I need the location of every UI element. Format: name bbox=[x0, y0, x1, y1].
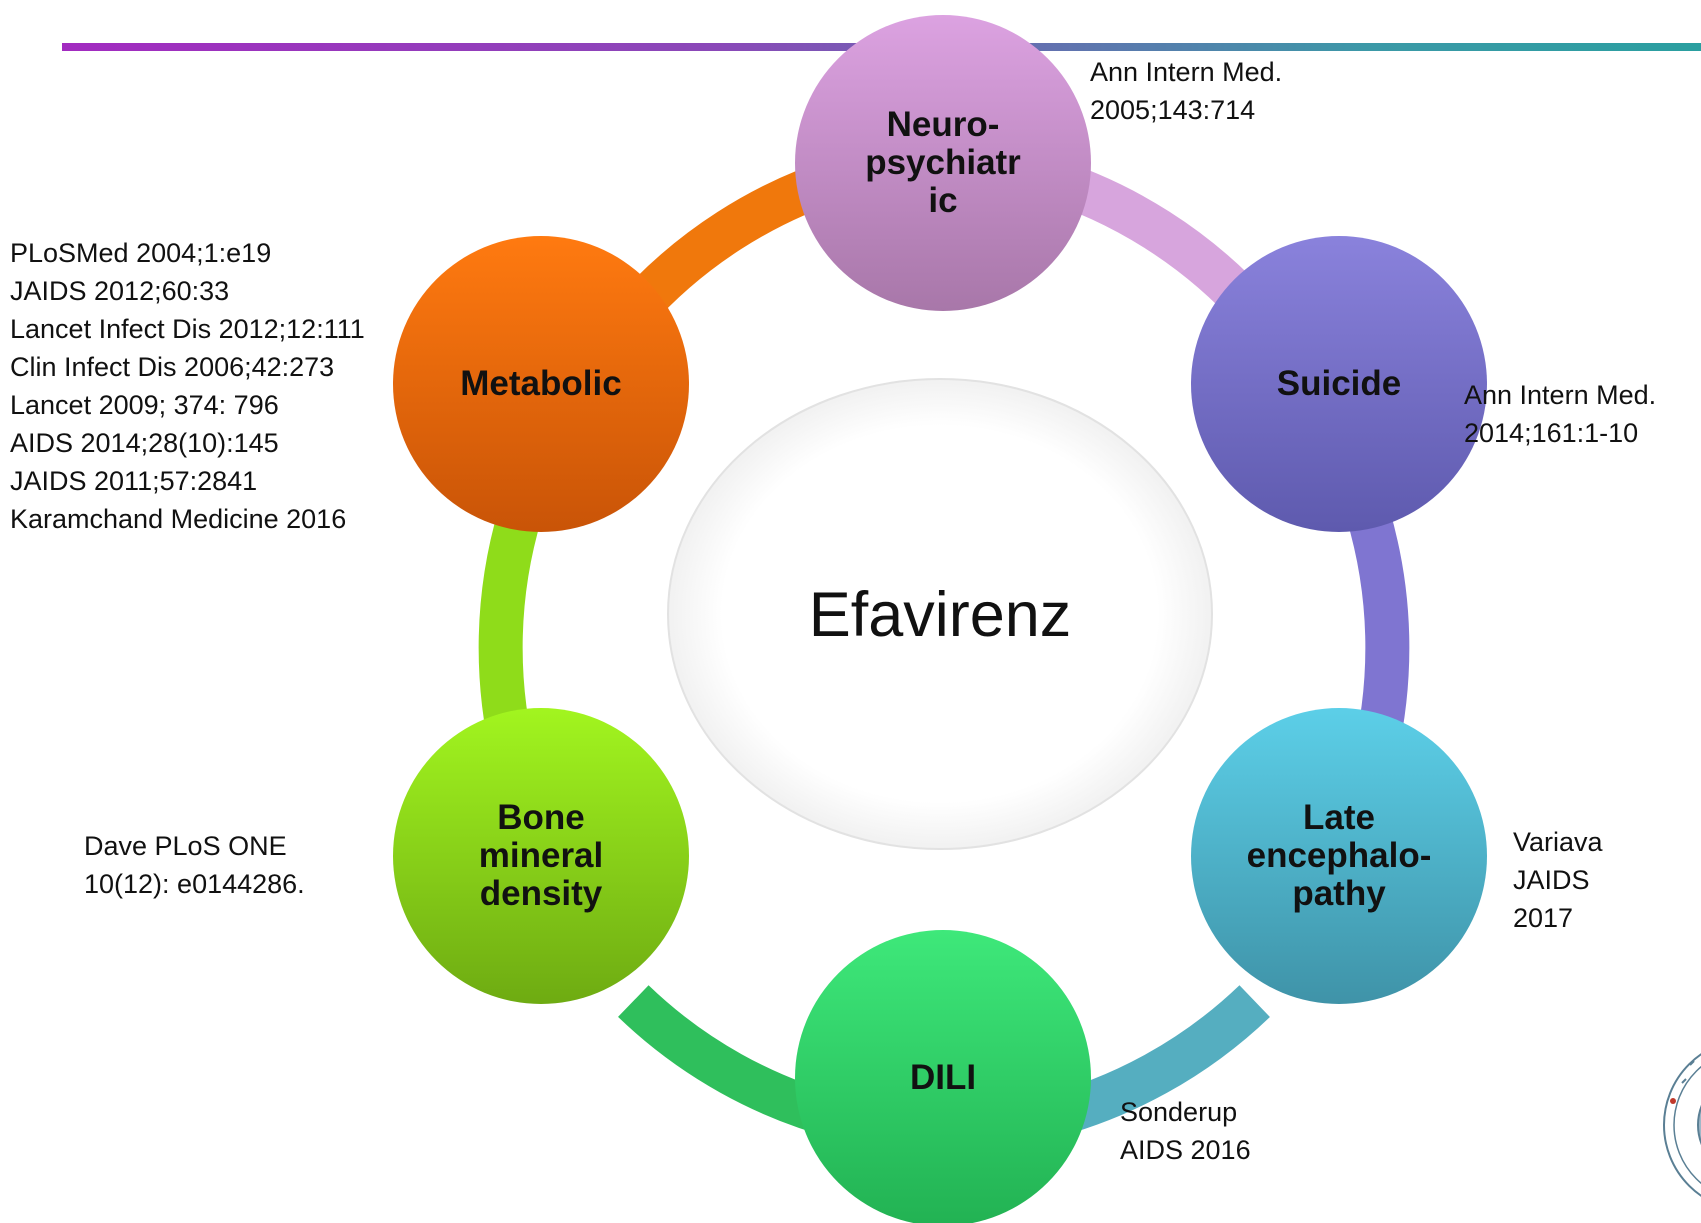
node-label-late-encephalopathy: Late encephalo- pathy bbox=[1246, 798, 1432, 913]
node-circle-metabolic bbox=[393, 236, 689, 532]
society-logo bbox=[1650, 1025, 1701, 1223]
node-circle-suicide bbox=[1191, 236, 1487, 532]
node-label-bone: Bone mineral density bbox=[478, 798, 604, 913]
node-circle-bone bbox=[393, 708, 689, 1004]
node-circle-neuro bbox=[795, 15, 1091, 311]
center-ellipse bbox=[667, 378, 1213, 850]
node-circle-late-encephalopathy bbox=[1191, 708, 1487, 1004]
node-label-metabolic: Metabolic bbox=[460, 364, 622, 403]
center-label: Efavirenz bbox=[808, 580, 1072, 650]
node-label-neuro: Neuro- psychiatr ic bbox=[865, 105, 1021, 220]
reference-metabolic: PLoSMed 2004;1:e19 JAIDS 2012;60:33 Lanc… bbox=[10, 238, 365, 534]
reference-neuro: Ann Intern Med. 2005;143:714 bbox=[1090, 57, 1283, 125]
reference-late-encephalopathy: Variava JAIDS 2017 bbox=[1513, 827, 1603, 933]
reference-dili: Sonderup AIDS 2016 bbox=[1120, 1097, 1251, 1165]
node-label-dili: DILI bbox=[909, 1058, 977, 1097]
node-circle-dili bbox=[795, 930, 1091, 1223]
reference-suicide: Ann Intern Med. 2014;161:1-10 bbox=[1464, 380, 1657, 448]
reference-bone: Dave PLoS ONE 10(12): e0144286. bbox=[84, 831, 305, 899]
node-label-suicide: Suicide bbox=[1276, 364, 1402, 403]
